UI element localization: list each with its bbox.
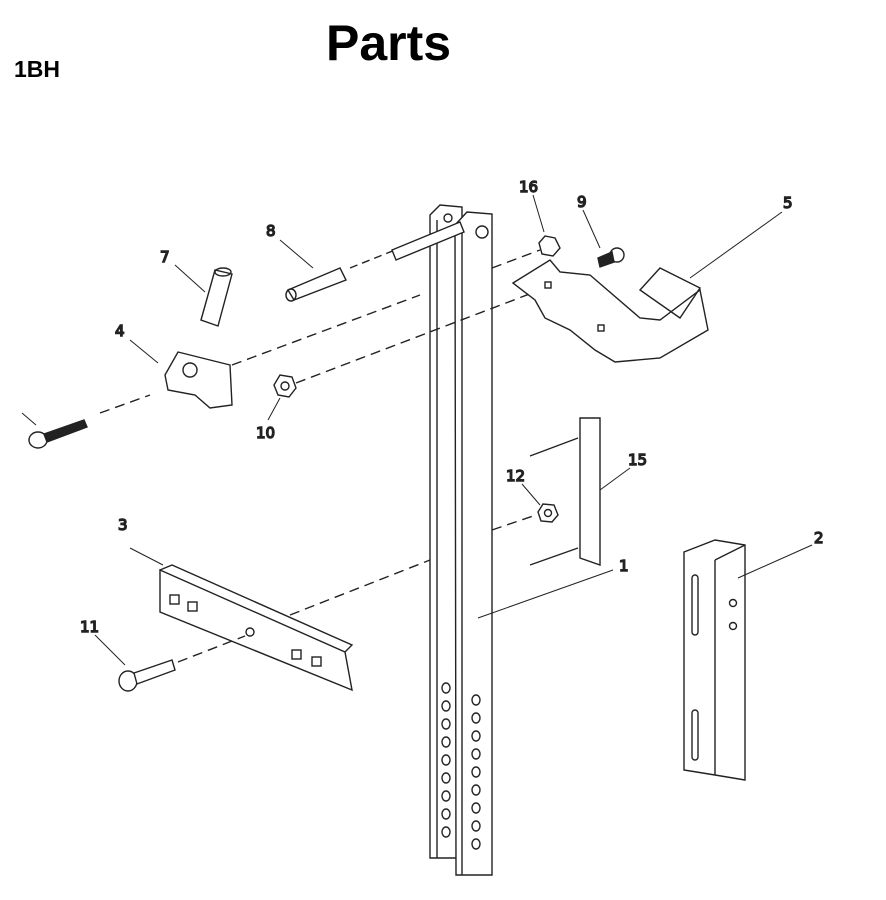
rail-hole — [471, 694, 481, 706]
nut-part-12 — [491, 503, 559, 531]
plate-part-15 — [529, 417, 601, 566]
pin-part-8 — [285, 221, 465, 302]
callout-16: 16 — [519, 178, 538, 196]
rail-hole — [471, 784, 481, 796]
rail-hole — [471, 730, 481, 742]
nut-part-10 — [273, 289, 541, 398]
rail-hole — [441, 718, 451, 730]
rail-hole — [441, 808, 451, 820]
rail-hole — [471, 820, 481, 832]
sleeve-part-7 — [200, 267, 233, 327]
rail-part-1 — [429, 204, 493, 876]
bracket-part-3 — [159, 559, 431, 692]
nut-part-16 — [491, 235, 561, 269]
page-title: Parts — [326, 15, 452, 71]
callout-8: 8 — [266, 222, 276, 240]
callout-7: 7 — [160, 248, 170, 266]
screw-part-9 — [597, 247, 625, 268]
rail-hole — [471, 802, 481, 814]
bracket-part-5 — [511, 259, 709, 363]
rail-hole — [471, 748, 481, 760]
callout-9: 9 — [577, 193, 587, 211]
callout-2: 2 — [814, 529, 824, 547]
screw-left — [28, 394, 151, 449]
callout-1: 1 — [619, 557, 629, 575]
callout-11: 11 — [80, 618, 99, 636]
rail-hole — [441, 754, 451, 766]
bracket-part-2 — [683, 539, 746, 781]
rail-hole — [471, 838, 481, 850]
callout-12-nut: 12 — [506, 467, 525, 485]
model-code: 1BH — [14, 56, 61, 82]
rail-hole — [471, 766, 481, 778]
callout-3: 3 — [118, 516, 128, 534]
screw-part-11 — [118, 635, 246, 692]
callout-15: 15 — [628, 451, 647, 469]
rail-hole — [441, 700, 451, 712]
callout-10: 10 — [256, 424, 275, 442]
leader-lines — [21, 194, 813, 666]
rail-hole — [441, 736, 451, 748]
rail-hole — [471, 712, 481, 724]
rail-hole — [441, 682, 451, 694]
rail-hole — [441, 772, 451, 784]
callout-5: 5 — [783, 194, 793, 212]
bracket-part-4 — [164, 294, 421, 409]
rail-hole — [441, 790, 451, 802]
rail-hole — [441, 826, 451, 838]
callout-4: 4 — [115, 322, 125, 340]
